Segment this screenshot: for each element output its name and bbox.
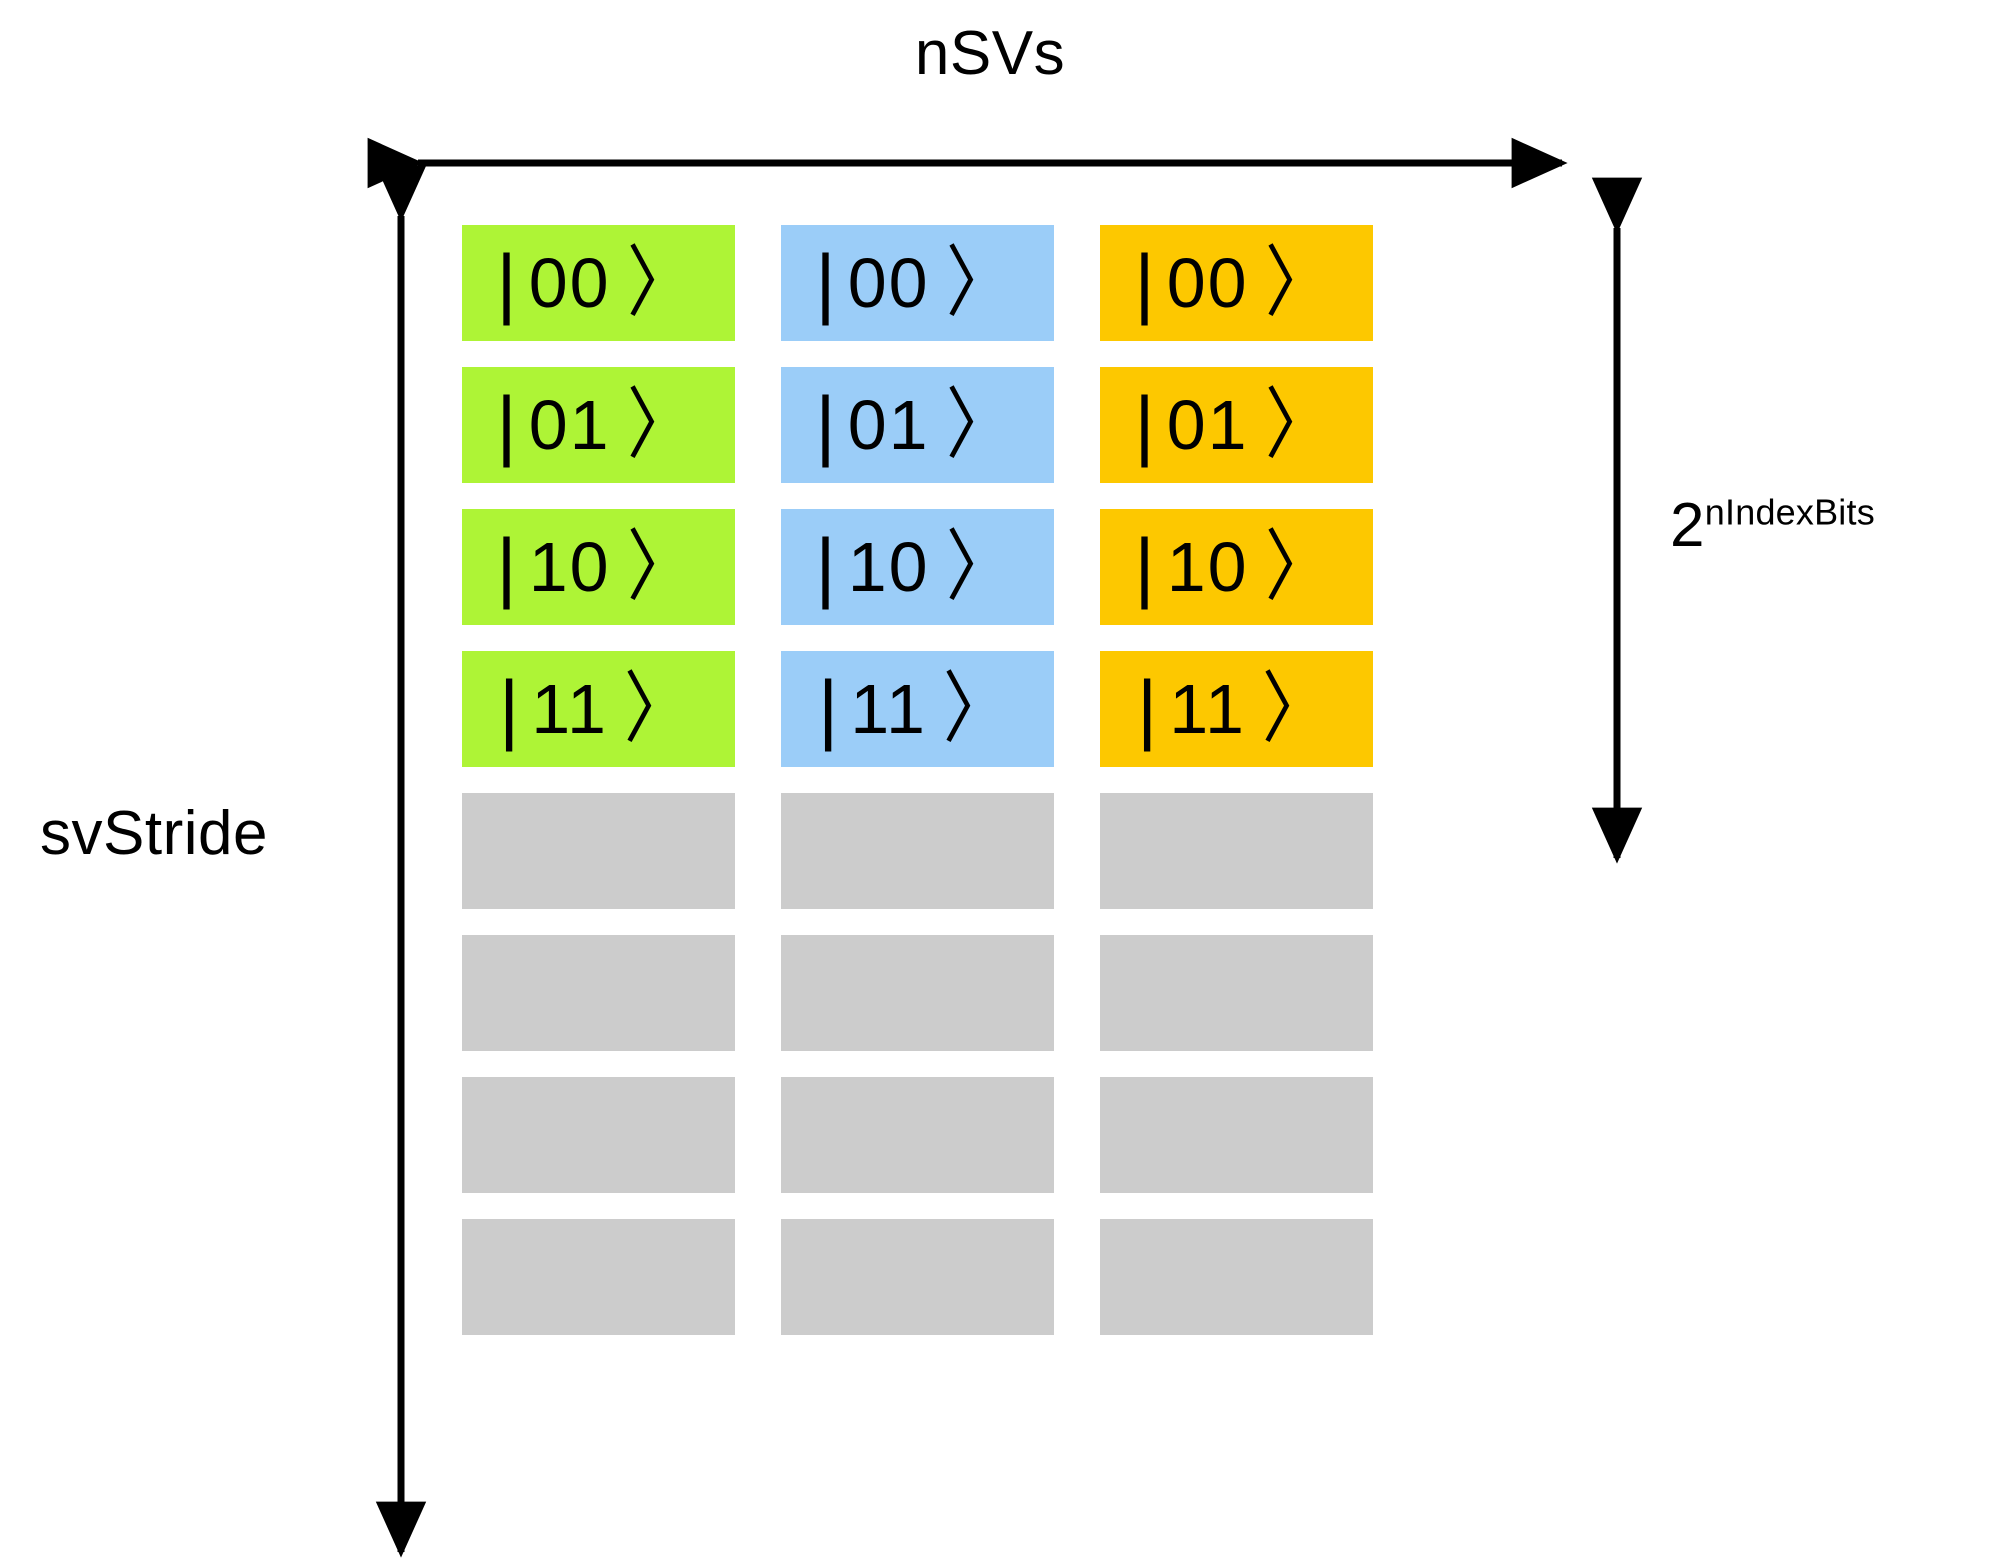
grid-row [462,1219,1373,1335]
dimension-label-nindexbits-base: 2 [1670,491,1705,560]
grid-row [462,935,1373,1051]
ket-label: |00〉 [815,238,1019,326]
empty-slot-cell-0-5 [462,935,735,1051]
ket-angle-icon: 〉 [1264,238,1333,326]
state-vector-cell-2-3: |11〉 [1100,651,1373,767]
empty-slot-cell-1-4 [781,793,1054,909]
grid-row: |10〉|10〉|10〉 [462,509,1373,625]
state-vector-cell-1-1: |01〉 [781,367,1054,483]
empty-slot-cell-1-7 [781,1219,1054,1335]
dimension-label-nindexbits-exponent: nIndexBits [1704,491,1875,533]
ket-angle-icon: 〉 [626,238,695,326]
ket-label: |11〉 [499,664,698,752]
ket-bar-icon: | [1134,380,1157,468]
state-vector-grid: |00〉|00〉|00〉|01〉|01〉|01〉|10〉|10〉|10〉|11〉… [462,225,1373,1361]
state-vector-cell-0-2: |10〉 [462,509,735,625]
state-vector-cell-1-2: |10〉 [781,509,1054,625]
empty-slot-cell-1-6 [781,1077,1054,1193]
ket-digits: 11 [850,670,927,748]
ket-digits: 00 [847,244,930,322]
ket-label: |01〉 [496,380,700,468]
ket-digits: 01 [1166,386,1249,464]
grid-row: |00〉|00〉|00〉 [462,225,1373,341]
state-vector-cell-2-2: |10〉 [1100,509,1373,625]
ket-bar-icon: | [818,664,841,752]
empty-slot-cell-0-7 [462,1219,735,1335]
state-vector-cell-1-3: |11〉 [781,651,1054,767]
ket-digits: 01 [528,386,611,464]
ket-digits: 00 [1166,244,1249,322]
ket-angle-icon: 〉 [945,522,1014,610]
ket-angle-icon: 〉 [1261,664,1330,752]
ket-angle-icon: 〉 [945,238,1014,326]
ket-digits: 11 [531,670,608,748]
ket-angle-icon: 〉 [945,380,1014,468]
empty-slot-cell-2-6 [1100,1077,1373,1193]
state-vector-cell-2-1: |01〉 [1100,367,1373,483]
empty-slot-cell-2-4 [1100,793,1373,909]
ket-digits: 00 [528,244,611,322]
ket-bar-icon: | [1137,664,1160,752]
grid-row: |01〉|01〉|01〉 [462,367,1373,483]
state-vector-cell-0-1: |01〉 [462,367,735,483]
ket-bar-icon: | [815,238,838,326]
ket-label: |10〉 [815,522,1019,610]
ket-label: |00〉 [1134,238,1338,326]
ket-angle-icon: 〉 [623,664,692,752]
ket-bar-icon: | [496,238,519,326]
ket-bar-icon: | [499,664,522,752]
ket-label: |11〉 [818,664,1017,752]
ket-digits: 10 [1166,528,1249,606]
ket-bar-icon: | [496,522,519,610]
grid-row [462,793,1373,909]
state-vector-cell-0-0: |00〉 [462,225,735,341]
grid-row [462,1077,1373,1193]
ket-digits: 11 [1169,670,1246,748]
ket-angle-icon: 〉 [626,380,695,468]
dimension-label-svstride: svStride [40,799,268,868]
ket-label: |10〉 [496,522,700,610]
ket-angle-icon: 〉 [626,522,695,610]
empty-slot-cell-2-7 [1100,1219,1373,1335]
ket-bar-icon: | [1134,238,1157,326]
empty-slot-cell-0-4 [462,793,735,909]
state-vector-cell-0-3: |11〉 [462,651,735,767]
empty-slot-cell-0-6 [462,1077,735,1193]
ket-label: |10〉 [1134,522,1338,610]
ket-angle-icon: 〉 [942,664,1011,752]
state-vector-cell-2-0: |00〉 [1100,225,1373,341]
ket-bar-icon: | [815,380,838,468]
ket-label: |00〉 [496,238,700,326]
ket-bar-icon: | [1134,522,1157,610]
ket-digits: 10 [528,528,611,606]
ket-bar-icon: | [815,522,838,610]
ket-digits: 01 [847,386,930,464]
ket-angle-icon: 〉 [1264,522,1333,610]
empty-slot-cell-1-5 [781,935,1054,1051]
ket-label: |11〉 [1137,664,1336,752]
empty-slot-cell-2-5 [1100,935,1373,1051]
ket-label: |01〉 [1134,380,1338,468]
ket-label: |01〉 [815,380,1019,468]
ket-angle-icon: 〉 [1264,380,1333,468]
grid-row: |11〉|11〉|11〉 [462,651,1373,767]
state-vector-cell-1-0: |00〉 [781,225,1054,341]
dimension-label-nsvs-text: nSVs [914,19,1066,88]
ket-digits: 10 [847,528,930,606]
ket-bar-icon: | [496,380,519,468]
dimension-label-nindexbits: 2nIndexBits [1670,490,1875,561]
